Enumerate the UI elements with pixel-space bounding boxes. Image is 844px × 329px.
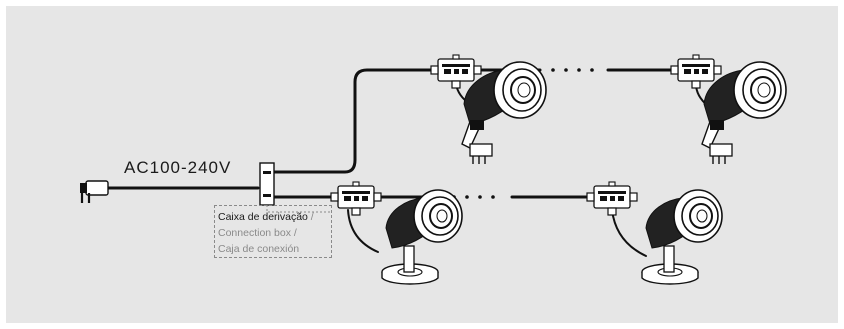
connector-box-icon (586, 181, 638, 216)
drop-cable-4 (611, 209, 647, 257)
connector-box-icon (670, 54, 722, 89)
drop-cable-3 (347, 209, 379, 253)
power-plug-icon (80, 180, 109, 203)
callout-line-spanish: Caja de conexión (218, 243, 300, 255)
spotlight-base-icon (381, 189, 463, 285)
connector-box-icon (330, 181, 382, 216)
connector-box-icon (430, 54, 482, 89)
splitter-box-icon (259, 162, 275, 206)
voltage-label: AC100-240V (124, 158, 232, 177)
upper-feed-cable (272, 68, 434, 174)
spotlight-base-icon (641, 189, 723, 285)
callout-separator: / (307, 211, 314, 223)
callout-line-english: Connection box / (218, 227, 297, 239)
callout-line-portuguese: Caixa de derivação (218, 211, 308, 223)
junction-box-callout: Caixa de derivação / Connection box / Ca… (214, 205, 332, 258)
